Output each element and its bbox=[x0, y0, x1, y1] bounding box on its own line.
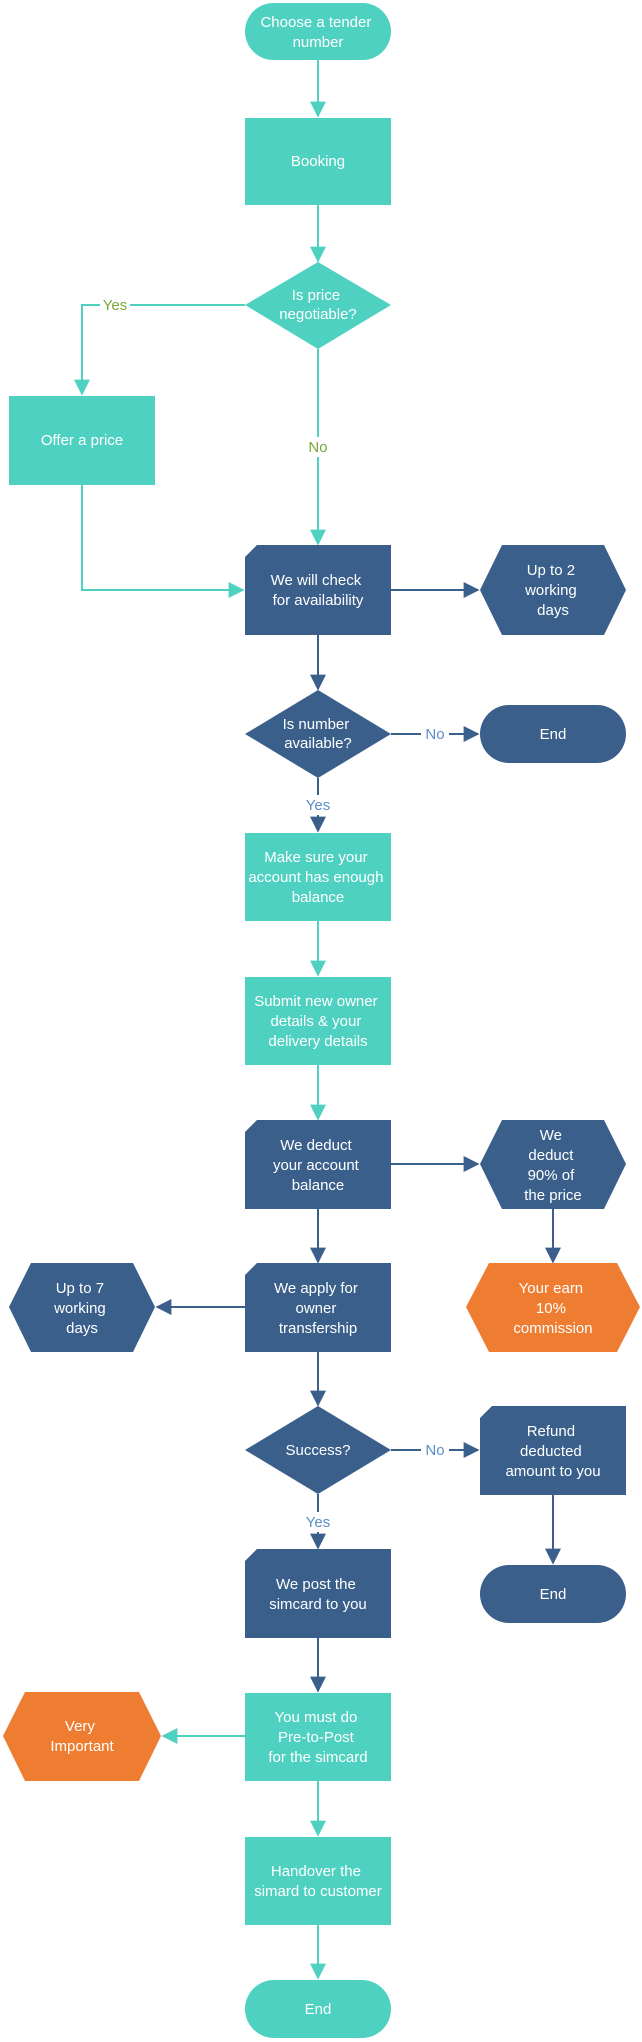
svg-text:End: End bbox=[540, 1586, 567, 1603]
node-up-to-7-days: Up to 7 working days bbox=[9, 1263, 155, 1352]
edge-label-success-yes: Yes bbox=[306, 1514, 330, 1531]
svg-text:Your earn 10% comm: Your earn 10% commission bbox=[513, 1280, 592, 1337]
svg-text:End: End bbox=[305, 2001, 332, 2018]
node-handover: Handover the simard to customer bbox=[245, 1837, 391, 1925]
edge-label-available-yes: Yes bbox=[306, 797, 330, 814]
node-earn-commission: Your earn 10% commission bbox=[466, 1263, 640, 1352]
svg-text:Booking: Booking bbox=[291, 153, 345, 170]
node-number-available: Is number available? bbox=[245, 690, 391, 778]
svg-text:Up to 2 working da: Up to 2 working days bbox=[524, 562, 581, 619]
edge-label-price-yes: Yes bbox=[103, 297, 127, 314]
node-up-to-2-days: Up to 2 working days bbox=[480, 545, 626, 635]
svg-text:End: End bbox=[540, 726, 567, 743]
edge-offer-check bbox=[81, 485, 245, 598]
edge-label-price-no: No bbox=[308, 439, 327, 456]
edge-label-group: Yes No No Yes No Yes bbox=[100, 295, 449, 1532]
svg-text:We apply for owner: We apply for owner transfership bbox=[274, 1280, 362, 1337]
node-deduct-90: We deduct 90% of the price bbox=[480, 1120, 626, 1209]
node-deduct-balance: We deduct your account balance bbox=[245, 1120, 391, 1209]
node-booking: Booking bbox=[245, 118, 391, 205]
svg-text:Success?: Success? bbox=[285, 1442, 350, 1459]
edge-label-success-no: No bbox=[425, 1442, 444, 1459]
node-submit-details: Submit new owner details & your delivery… bbox=[245, 977, 391, 1065]
node-post-simcard: We post the simcard to you bbox=[245, 1549, 391, 1638]
node-end-1: End bbox=[480, 705, 626, 763]
svg-text:Very Important: Very Important bbox=[50, 1718, 114, 1755]
node-pre-to-post: You must do Pre-to-Post for the simcard bbox=[245, 1693, 391, 1781]
node-end-2: End bbox=[480, 1565, 626, 1623]
svg-text:Is number available?: Is number available? bbox=[283, 716, 354, 752]
node-enough-balance: Make sure your account has enough balanc… bbox=[245, 833, 391, 921]
node-end-3: End bbox=[245, 1980, 391, 2038]
node-offer-price: Offer a price bbox=[9, 396, 155, 485]
node-refund: Refund deducted amount to you bbox=[480, 1406, 626, 1495]
svg-text:Offer a price: Offer a price bbox=[41, 432, 123, 449]
svg-text:Make sure your account h: Make sure your account has enough balanc… bbox=[248, 849, 387, 906]
edge-label-available-no: No bbox=[425, 726, 444, 743]
svg-text:We will check for availa: We will check for availability bbox=[271, 572, 366, 609]
svg-text:Handover the simard to c: Handover the simard to customer bbox=[254, 1863, 382, 1900]
svg-text:We post the simcard to y: We post the simcard to you bbox=[269, 1576, 367, 1613]
svg-text:Is price negotiable?: Is price negotiable? bbox=[279, 287, 357, 323]
edge-decision-yes bbox=[74, 304, 245, 396]
node-start: Choose a tender number bbox=[245, 3, 391, 60]
svg-text:We deduct your account: We deduct your account balance bbox=[273, 1137, 363, 1194]
node-price-negotiable: Is price negotiable? bbox=[245, 262, 391, 349]
svg-text:Refund deducted am: Refund deducted amount to you bbox=[505, 1423, 600, 1480]
svg-text:We deduct 90% of: We deduct 90% of the price bbox=[524, 1127, 582, 1204]
node-success: Success? bbox=[245, 1406, 391, 1494]
node-apply-transfer: We apply for owner transfership bbox=[245, 1263, 391, 1352]
svg-text:Choose a tender number: Choose a tender number bbox=[260, 14, 375, 51]
node-very-important: Very Important bbox=[3, 1692, 161, 1781]
svg-text:Submit new owner details: Submit new owner details & your delivery… bbox=[254, 993, 382, 1050]
svg-text:You must do Pre-to-Post: You must do Pre-to-Post for the simcard bbox=[268, 1709, 367, 1766]
node-check-availability: We will check for availability bbox=[245, 545, 391, 635]
svg-text:Up to 7 working da: Up to 7 working days bbox=[53, 1280, 110, 1337]
